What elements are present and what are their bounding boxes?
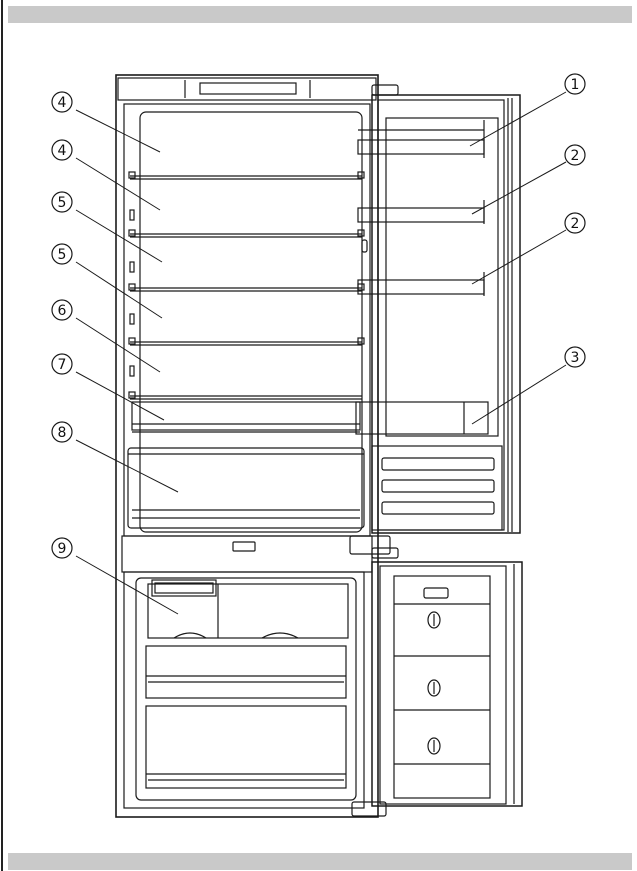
callout-4a: 4 bbox=[51, 91, 73, 113]
callouts: 1 2 2 3 4 4 5 5 6 7 8 9 bbox=[51, 73, 586, 559]
header-bar bbox=[8, 6, 632, 23]
freezer-door bbox=[371, 547, 523, 807]
svg-text:9: 9 bbox=[58, 541, 67, 557]
drawer-handle-icon bbox=[427, 611, 441, 629]
temperature-display-icon bbox=[154, 582, 214, 594]
svg-text:5: 5 bbox=[58, 247, 67, 263]
callout-2b: 2 bbox=[564, 212, 586, 234]
page-margin-rule bbox=[1, 0, 3, 871]
svg-text:7: 7 bbox=[58, 357, 67, 373]
svg-text:5: 5 bbox=[58, 195, 67, 211]
crisper-drawer bbox=[127, 447, 365, 529]
callout-2a: 2 bbox=[564, 144, 586, 166]
drawer-handle-icon bbox=[427, 737, 441, 755]
callout-6: 6 bbox=[51, 299, 73, 321]
fridge-shelves bbox=[128, 171, 368, 400]
callout-5a: 5 bbox=[51, 191, 73, 213]
svg-text:8: 8 bbox=[58, 425, 67, 441]
callout-leaders bbox=[75, 91, 567, 615]
footer-bar bbox=[8, 853, 632, 870]
callout-9: 9 bbox=[51, 537, 73, 559]
freezer-drawers bbox=[145, 579, 349, 789]
crisper-cover bbox=[131, 401, 361, 433]
fridge-door bbox=[355, 94, 521, 534]
door-hinge-icon bbox=[371, 547, 399, 559]
callout-1: 1 bbox=[564, 73, 586, 95]
callout-3: 3 bbox=[564, 346, 586, 368]
svg-text:6: 6 bbox=[58, 303, 67, 319]
callout-7: 7 bbox=[51, 353, 73, 375]
svg-text:4: 4 bbox=[58, 143, 67, 159]
drawer-handle-icon bbox=[427, 679, 441, 697]
svg-text:2: 2 bbox=[571, 216, 580, 232]
svg-text:3: 3 bbox=[571, 350, 580, 366]
callout-4b: 4 bbox=[51, 139, 73, 161]
svg-text:1: 1 bbox=[571, 77, 580, 93]
callout-5b: 5 bbox=[51, 243, 73, 265]
svg-text:2: 2 bbox=[571, 148, 580, 164]
svg-text:4: 4 bbox=[58, 95, 67, 111]
callout-8: 8 bbox=[51, 421, 73, 443]
